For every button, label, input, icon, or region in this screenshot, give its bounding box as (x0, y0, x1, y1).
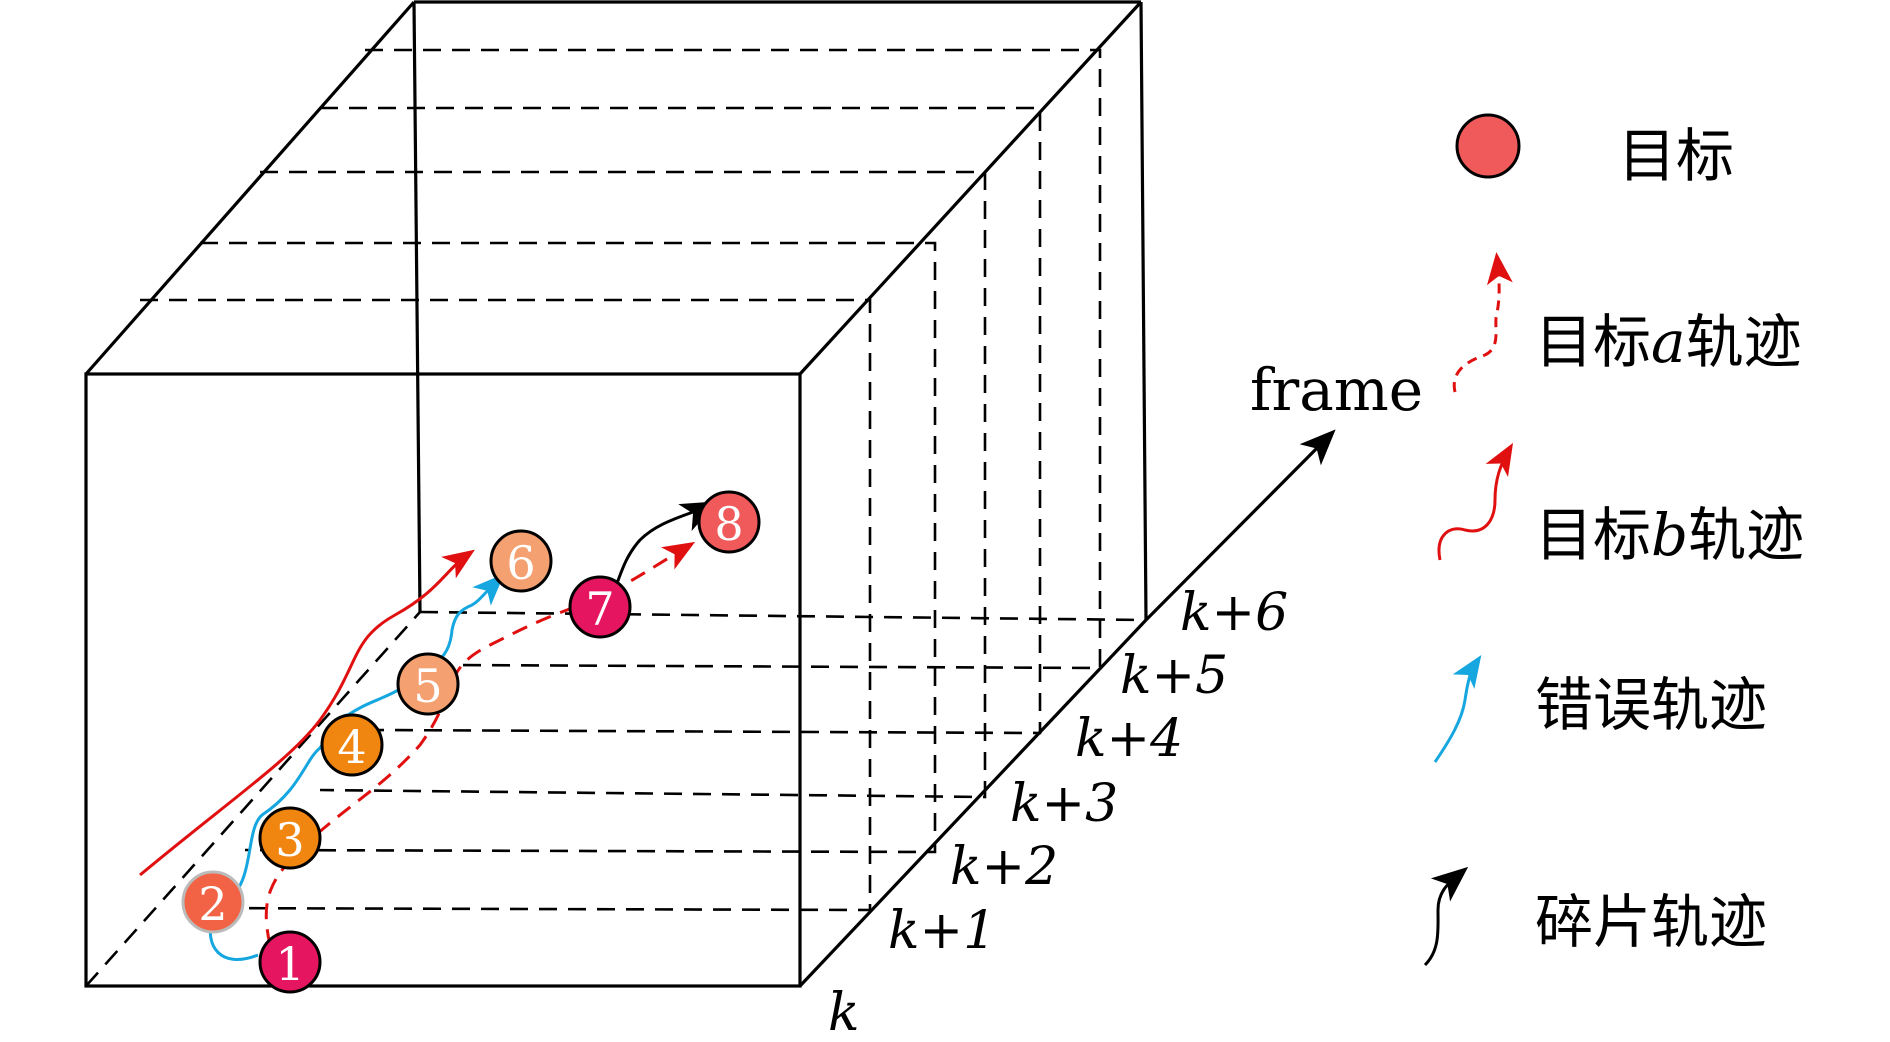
target-node-2: 2 (181, 870, 245, 934)
legend-label-target-b: 目标b轨迹 (1535, 501, 1804, 569)
frame-label-k4: k+4 (1075, 709, 1183, 769)
legend: 目标 目标a轨迹 目标b轨迹 错误轨迹 碎片轨迹 (1423, 113, 1804, 967)
legend-label-target-a-suffix: 轨迹 (1686, 308, 1802, 376)
target-node-6-label: 6 (506, 536, 535, 590)
legend-item-target: 目标 (1455, 113, 1734, 190)
legend-item-target-a: 目标a轨迹 (1452, 252, 1802, 393)
black-arrow-icon (1423, 866, 1469, 967)
frame-labels: k k+1 k+2 k+3 k+4 k+5 k+6 (828, 583, 1288, 1042)
target-node-6-circle (489, 529, 553, 593)
legend-item-fragment: 碎片轨迹 (1423, 866, 1767, 967)
target-node-7: 7 (568, 575, 632, 639)
targets: 1 2 3 4 5 6 7 8 (181, 490, 761, 994)
red-circle-icon (1455, 113, 1521, 179)
target-node-1: 1 (258, 930, 322, 994)
target-node-5-label: 5 (413, 659, 442, 713)
target-node-4: 4 (320, 713, 384, 777)
legend-label-fragment: 碎片轨迹 (1535, 888, 1767, 956)
target-node-8-label: 8 (714, 497, 743, 551)
legend-label-target-b-var: b (1651, 501, 1688, 569)
legend-label-target-b-prefix: 目标 (1535, 501, 1651, 569)
legend-label-target: 目标 (1618, 122, 1734, 190)
frame-label-k1: k+1 (888, 901, 996, 961)
frame-label-k2: k+2 (950, 837, 1058, 897)
legend-item-error: 错误轨迹 (1433, 655, 1767, 763)
target-node-3-circle (258, 806, 322, 870)
target-node-4-label: 4 (337, 720, 366, 774)
legend-label-target-a-var: a (1651, 308, 1686, 376)
frame-label-k5: k+5 (1120, 646, 1228, 706)
target-node-8: 8 (697, 490, 761, 554)
frame-label-k3: k+3 (1010, 774, 1118, 834)
target-b-trajectory (139, 549, 475, 877)
frame-label-k: k (828, 983, 860, 1042)
target-node-3-label: 3 (275, 813, 304, 867)
target-node-4-circle (320, 713, 384, 777)
target-node-2-label: 2 (198, 877, 227, 931)
red-dashed-arrow-icon (1452, 252, 1513, 393)
target-node-6: 6 (489, 529, 553, 593)
target-node-5-circle (396, 652, 460, 716)
target-node-3: 3 (258, 806, 322, 870)
fragment-trajectory (608, 501, 718, 601)
target-node-7-circle (568, 575, 632, 639)
red-solid-arrow-icon (1437, 442, 1514, 561)
target-node-1-circle (258, 930, 322, 994)
target-node-5: 5 (396, 652, 460, 716)
frame-axis-arrow (1144, 429, 1336, 622)
legend-label-target-b-suffix: 轨迹 (1688, 501, 1804, 569)
blue-arrow-icon (1433, 655, 1482, 763)
target-node-1-label: 1 (275, 937, 304, 991)
target-node-2-circle (181, 870, 245, 934)
target-node-7-label: 7 (585, 582, 614, 636)
legend-label-target-a-prefix: 目标 (1535, 308, 1651, 376)
cube-frame (84, 0, 1148, 988)
frame-label-k6: k+6 (1180, 583, 1288, 643)
legend-label-error: 错误轨迹 (1535, 671, 1767, 739)
frame-slices (85, 48, 1147, 987)
legend-item-target-b: 目标b轨迹 (1437, 442, 1804, 569)
target-node-8-circle (697, 490, 761, 554)
frame-axis-label: frame (1250, 356, 1423, 424)
legend-label-target-a: 目标a轨迹 (1535, 308, 1802, 376)
